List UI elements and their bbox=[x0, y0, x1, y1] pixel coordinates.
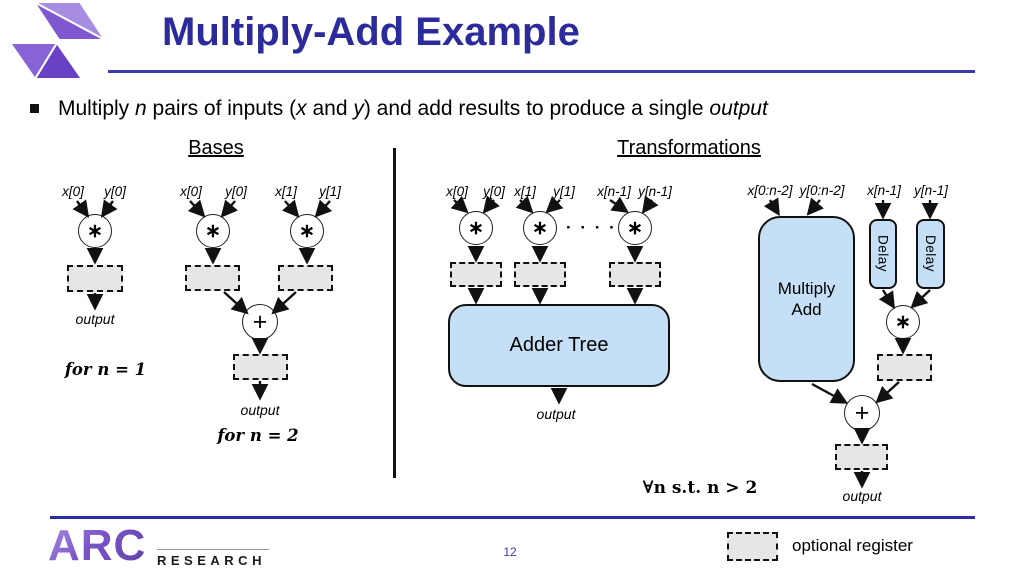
optional-register-box bbox=[877, 354, 932, 381]
caption-for-n2: for n = 2 bbox=[217, 426, 299, 445]
research-logo-text: RESEARCH bbox=[157, 553, 266, 568]
transformations-heading: Transformations bbox=[617, 137, 761, 159]
optional-register-box bbox=[835, 444, 888, 470]
input-label-yn1: y[n-1] bbox=[914, 183, 948, 198]
delay-label: Delay bbox=[923, 235, 938, 273]
delay-label: Delay bbox=[875, 235, 891, 273]
optional-register-box bbox=[609, 262, 661, 287]
multiply-add-label-line1: Multiply bbox=[777, 278, 836, 298]
input-label-y0: y[0] bbox=[225, 184, 247, 199]
multiplier-node: ∗ bbox=[459, 211, 493, 245]
bullet-seg: ) and add results to produce a single bbox=[363, 97, 710, 120]
bullet-seg: Multiply bbox=[58, 97, 136, 120]
delay-block: Delay bbox=[869, 219, 897, 289]
bullet-seg-italic: output bbox=[709, 97, 768, 120]
input-label-x0n2: x[0:n-2] bbox=[747, 183, 793, 198]
output-label: output bbox=[536, 406, 576, 422]
arc-research-logo: ARC bbox=[48, 524, 146, 568]
optional-register-box bbox=[233, 354, 288, 380]
optional-register-box bbox=[67, 265, 123, 292]
page-number: 12 bbox=[503, 545, 517, 559]
arc-logo-text: ARC bbox=[48, 521, 147, 570]
input-label-x1: x[1] bbox=[514, 184, 536, 199]
output-label: output bbox=[75, 311, 115, 327]
input-label-y0: y[0] bbox=[483, 184, 505, 199]
condition-caption: ∀n s.t. n > 2 bbox=[642, 478, 758, 498]
optional-register-swatch bbox=[727, 532, 778, 561]
input-label-y0n2: y[0:n-2] bbox=[799, 183, 845, 198]
multiplier-node: ∗ bbox=[78, 214, 112, 248]
title-underline bbox=[108, 70, 975, 73]
input-label-y0: y[0] bbox=[104, 184, 126, 199]
input-label-y1: y[1] bbox=[553, 184, 575, 199]
multiplier-node: ∗ bbox=[290, 214, 324, 248]
input-label-x0: x[0] bbox=[446, 184, 468, 199]
optional-register-box bbox=[450, 262, 502, 287]
purple-triangles-logo-icon bbox=[8, 1, 106, 81]
adder-node: + bbox=[242, 304, 278, 340]
bullet-seg: pairs of inputs ( bbox=[146, 97, 297, 120]
footer-divider bbox=[50, 516, 975, 519]
bullet-seg-italic: y bbox=[353, 97, 364, 120]
bullet-text: Multiply n pairs of inputs (x and y) and… bbox=[58, 97, 768, 121]
multiplier-node: ∗ bbox=[886, 305, 920, 339]
multiply-add-block: Multiply Add bbox=[758, 216, 855, 382]
adder-node: + bbox=[844, 395, 880, 431]
output-label: output bbox=[842, 488, 882, 504]
input-label-xn1: x[n-1] bbox=[867, 183, 901, 198]
bases-heading: Bases bbox=[188, 137, 244, 159]
input-label-x0: x[0] bbox=[62, 184, 84, 199]
multiplier-node: ∗ bbox=[196, 214, 230, 248]
optional-register-box bbox=[278, 265, 333, 291]
bullet-seg-italic: n bbox=[135, 97, 147, 120]
page-title: Multiply-Add Example bbox=[162, 10, 580, 54]
input-label-xn1: x[n-1] bbox=[597, 184, 631, 199]
optional-register-box bbox=[185, 265, 240, 291]
input-label-y1: y[1] bbox=[319, 184, 341, 199]
bullet-marker bbox=[30, 104, 39, 113]
caption-for-n1: for n = 1 bbox=[64, 360, 147, 379]
bullet-seg: and bbox=[306, 97, 354, 120]
adder-tree-block: Adder Tree bbox=[448, 304, 670, 387]
input-label-x0: x[0] bbox=[180, 184, 202, 199]
multiply-add-label-line2: Add bbox=[791, 300, 822, 319]
multiplier-node: ∗ bbox=[523, 211, 557, 245]
bullet-seg-italic: x bbox=[296, 97, 307, 120]
research-rule bbox=[157, 549, 269, 550]
optional-register-box bbox=[514, 262, 566, 287]
delay-block: Delay bbox=[916, 219, 945, 289]
section-divider bbox=[393, 148, 396, 478]
input-label-x1: x[1] bbox=[275, 184, 297, 199]
legend-label: optional register bbox=[792, 536, 913, 555]
input-label-yn1: y[n-1] bbox=[638, 184, 672, 199]
multiplier-node: ∗ bbox=[618, 211, 652, 245]
ellipsis-dots: · · · · bbox=[566, 218, 617, 237]
output-label: output bbox=[240, 402, 280, 418]
